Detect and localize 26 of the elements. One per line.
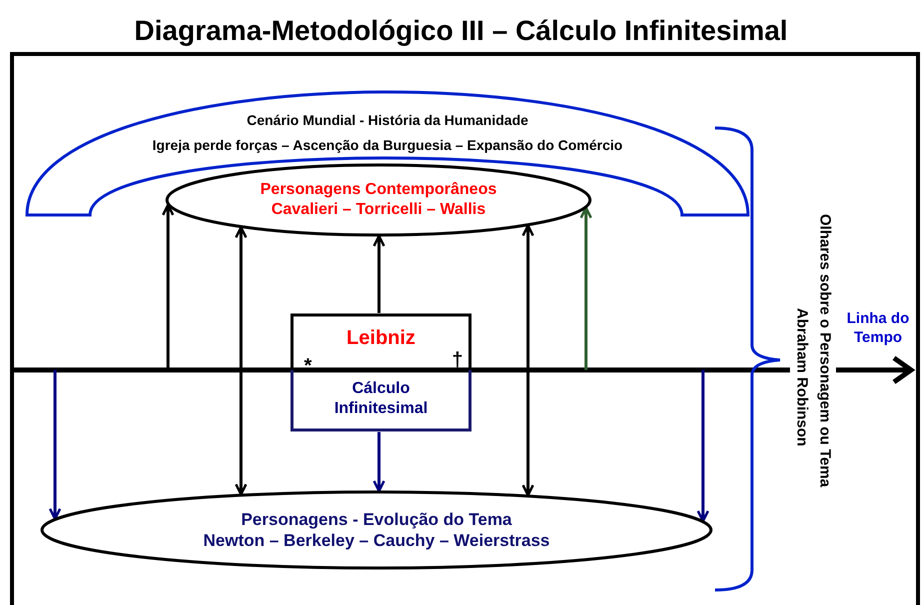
arch-band <box>25 88 750 218</box>
box-text: Cálculo Infinitesimal <box>333 379 429 419</box>
arch-text: Igreja perde forças – Ascenção da Burguesia – Expansão do Comércio <box>152 136 623 155</box>
diagram-title: Diagrama-Metodológico III – Cálculo Infinitesimal <box>133 14 789 48</box>
vertical-label: Abraham Robinson <box>790 308 812 446</box>
birth-mark: * <box>304 354 312 379</box>
ellipse-text: Newton – Berkeley – Cauchy – Weierstrass <box>203 530 550 552</box>
ellipse-text: Cavalieri – Torricelli – Wallis <box>271 200 486 220</box>
arrow <box>234 226 248 496</box>
arrow <box>522 224 534 496</box>
arrow <box>162 204 174 370</box>
process-box <box>290 313 472 432</box>
arrow <box>580 206 592 370</box>
arrow <box>372 234 386 313</box>
ellipse-text: Personagens - Evolução do Tema <box>241 508 512 530</box>
ellipse-node <box>40 490 713 570</box>
vertical-label: Olhares sobre o Personagem ou Tema <box>813 214 836 488</box>
box-title: Leibniz <box>346 326 416 351</box>
timeline-label: Linha do Tempo <box>846 310 910 348</box>
ellipse-text: Personagens Contemporâneos <box>260 180 497 200</box>
death-mark: † <box>452 348 463 373</box>
arrow <box>372 432 386 492</box>
arrow <box>696 370 710 522</box>
arrow <box>48 370 62 520</box>
arch-text: Cenário Mundial - História da Humanidade <box>246 111 528 130</box>
ellipse-node <box>165 163 592 237</box>
